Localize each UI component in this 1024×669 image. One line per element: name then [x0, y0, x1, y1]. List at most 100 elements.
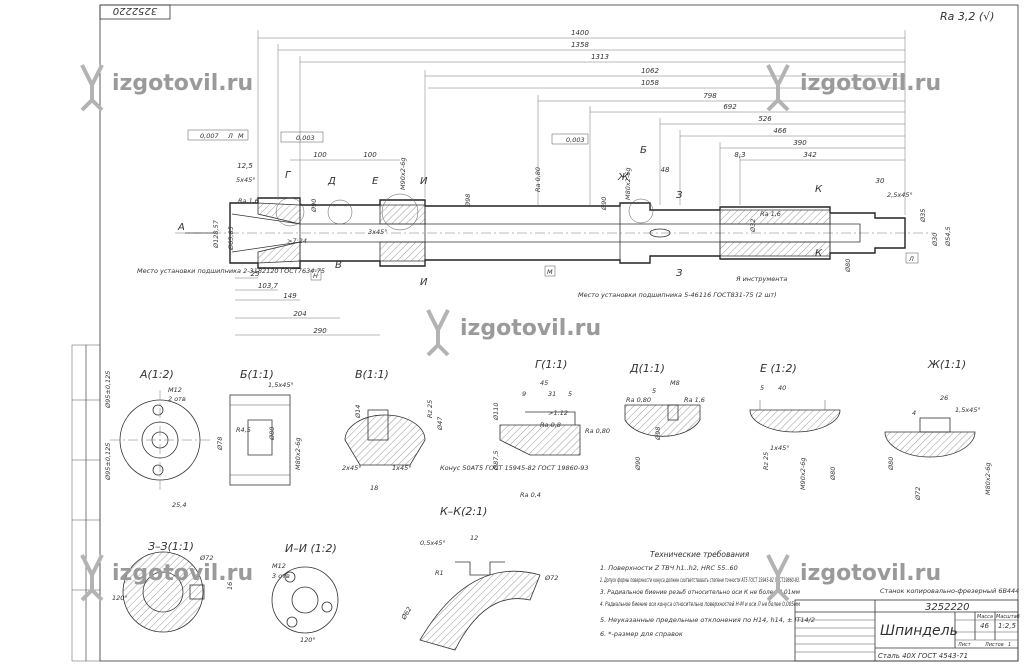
mark-a: А	[177, 222, 185, 233]
dim-8-3: 8,3	[734, 151, 745, 159]
i-label-120: 120°	[300, 636, 316, 644]
sheets-count: 1	[1008, 642, 1011, 648]
drawing-frame	[99, 4, 1019, 662]
section-zh-title: Ж(1:1)	[927, 358, 966, 371]
k-label-72: Ø72	[544, 574, 558, 582]
dim-290: 290	[313, 327, 327, 335]
g-label-ra04: Ra 0,4	[520, 491, 541, 499]
chamfer-5x45: 5x45°	[236, 176, 256, 184]
g-label-9: 9	[522, 390, 526, 398]
section-v-title: В(1:1)	[355, 368, 389, 381]
datum-l: Л	[227, 132, 233, 140]
dia-65: Ø65,85	[227, 226, 235, 251]
bearing-note-2: Место установки подшипника 5-46116 ГОСТ8…	[578, 291, 777, 299]
dim-390: 390	[793, 139, 807, 147]
k-label-12: 12	[470, 534, 478, 542]
section-a-title: А(1:2)	[139, 368, 174, 381]
mark-zh: Ж	[617, 172, 630, 183]
requirement-5: 5. Неуказанные предельные отклонения по …	[600, 616, 815, 624]
zh-label-4: 4	[912, 409, 916, 417]
mark-k-bottom: К	[815, 248, 823, 259]
tolerance-0003b: 0,003	[566, 136, 585, 144]
g-label-ra08: Ra 0,8	[540, 421, 561, 429]
dim-30: 30	[876, 177, 885, 185]
dim-48: 48	[661, 166, 670, 174]
rotated-drawing-number: 3252220	[113, 5, 158, 16]
watermark-logo-4: izgotovil.ru	[80, 554, 253, 602]
section-d-title: Д(1:1)	[629, 362, 665, 375]
g-label-taper: >1:12	[548, 409, 568, 417]
d-label-m8: M8	[670, 379, 680, 387]
d-label-ra16: Ra 1,6	[684, 396, 705, 404]
d-label-ra080: Ra 0,80	[626, 396, 651, 404]
detail-circle-g	[275, 197, 305, 227]
dim-204: 204	[293, 310, 306, 318]
dim-1358: 1358	[571, 41, 589, 49]
zh-label-26: 26	[940, 394, 948, 402]
bearing-note-1: Место установки подшипника 2-3182120 ГОС…	[137, 267, 325, 275]
datum-m: М	[238, 132, 244, 140]
v-label-14: Ø14	[354, 405, 362, 419]
dim-100a: 100	[313, 151, 327, 159]
part-name: Шпиндель	[880, 623, 958, 639]
e-label-40: 40	[778, 384, 786, 392]
dia-54: Ø54,5	[944, 226, 952, 247]
scale-value: 1:2,5	[998, 622, 1016, 630]
section-i: И–И (1:2) M12 3 отв 120°	[271, 542, 339, 644]
requirement-6: 6. *-размер для справок	[600, 630, 683, 638]
e-label-80: Ø80	[829, 467, 837, 481]
mark-z-bottom: З	[676, 268, 683, 279]
v-label-rz25: Rz 25	[426, 400, 434, 418]
ra-main-2: Ra 1,6	[760, 210, 781, 218]
mass-header: Масса	[977, 614, 993, 620]
d-label-98: Ø98	[654, 427, 662, 441]
datum-l-right: Л	[908, 255, 914, 263]
g-label-110: Ø110	[492, 402, 500, 421]
dim-692: 692	[723, 103, 737, 111]
section-e: Е (1:2) 5 40 1x45° Rz 25 M90x2-6g Ø80	[749, 362, 841, 490]
requirement-2: 2. Допуск формы поверхности конуса долже…	[600, 576, 800, 584]
watermarks: izgotovil.ru izgotovil.ru izgotovil.ru i…	[80, 64, 941, 602]
k-label-chamfer: 0,5x45°	[420, 539, 446, 547]
section-g-title: Г(1:1)	[535, 358, 567, 371]
k-label-r1: R1	[435, 569, 444, 577]
e-label-1x45: 1x45°	[770, 444, 790, 452]
g-label-45: 45	[540, 379, 548, 387]
a-label-2otv: 2 отв	[168, 395, 186, 403]
thread-m90: M90x2-6g	[399, 158, 407, 190]
g-label-87-5: Ø87,5	[492, 450, 500, 471]
section-g: Г(1:1) 45 9 31 5 Ø110 Ø87,5 >1:12 Ra 0,8…	[440, 358, 610, 499]
dia-80: Ø80	[844, 259, 852, 273]
mark-d: Д	[327, 176, 336, 187]
main-view: 1400 1358 1313 1062 1058 798 692 526 466…	[137, 29, 952, 336]
watermark-logo-3: izgotovil.ru	[426, 309, 601, 357]
cone-note: >7:24	[287, 237, 307, 245]
a-label-95b: Ø95±0,125	[104, 443, 112, 481]
side-stamp-column	[85, 344, 101, 662]
sheets-label: Листов	[984, 642, 1004, 648]
section-k: К–К(2:1) 0,5x45° 12 R1 Ø62 Ø72	[399, 505, 558, 651]
mark-i-bottom: И	[420, 277, 428, 288]
g-label-5: 5	[568, 390, 572, 398]
a-label-95a: Ø95±0,125	[104, 371, 112, 409]
dia-90b: Ø90	[600, 197, 608, 211]
watermark-text: izgotovil.ru	[112, 561, 253, 586]
section-z-title: З–З(1:1)	[148, 540, 194, 553]
zh-label-chamfer: 1,5x45°	[955, 406, 981, 414]
dim-1062: 1062	[641, 67, 659, 75]
datum-m-bottom: М	[547, 268, 553, 276]
mark-v: В	[335, 260, 342, 271]
g-cone-note: Конус 50АТ5 ГОСТ 15945-82 ГОСТ 19860-93	[440, 464, 589, 472]
watermark-logo: izgotovil.ru	[80, 64, 253, 112]
mass-value: 46	[980, 622, 989, 630]
dim-1400: 1400	[571, 29, 589, 37]
zh-label-m80: M80x2-6g	[984, 463, 992, 495]
material: Сталь 40Х ГОСТ 4543-71	[878, 652, 968, 660]
v-label-2x45: 2x45°	[342, 464, 362, 472]
tolerance-0007: 0,007	[200, 132, 219, 140]
mark-e: Е	[372, 176, 379, 187]
v-label-1x45: 1x45°	[392, 464, 412, 472]
ra-main-1: Ra 1,6	[238, 197, 259, 205]
dim-149: 149	[283, 292, 297, 300]
